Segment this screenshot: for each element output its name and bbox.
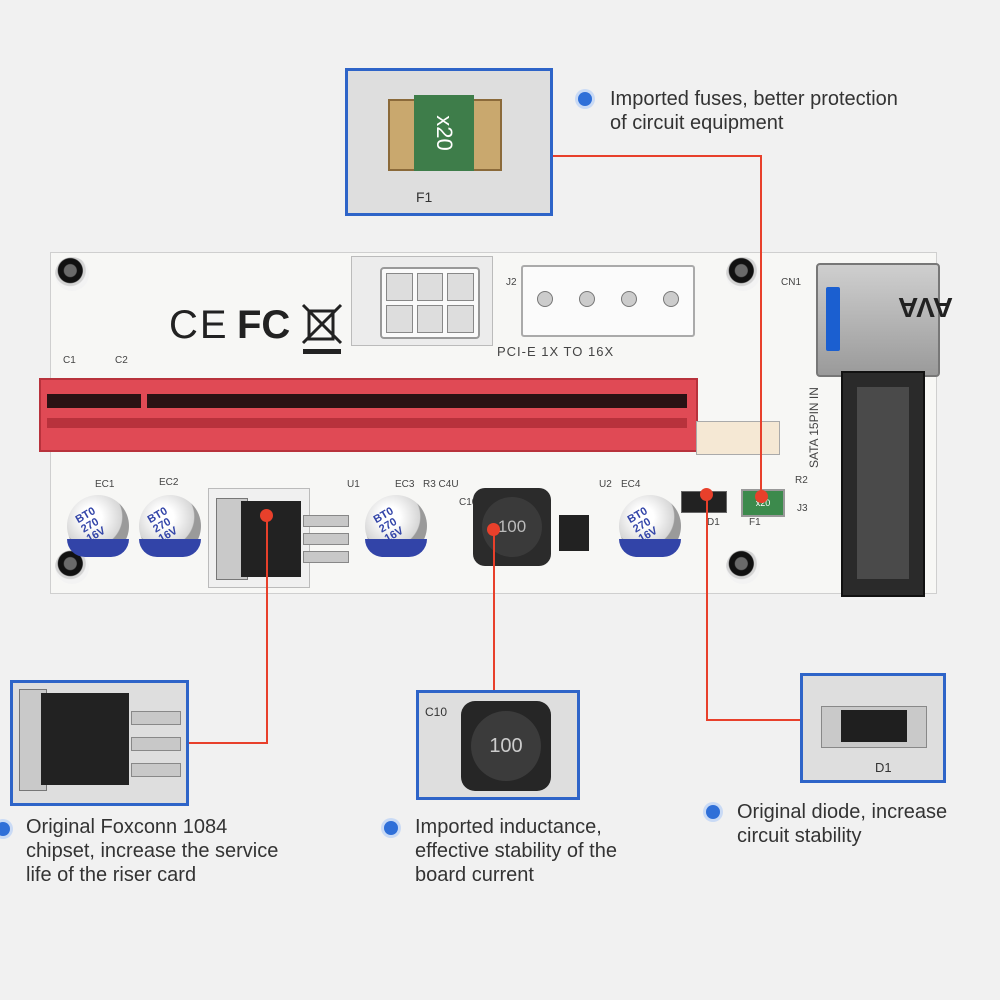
mounting-hole (726, 257, 760, 291)
controller-chip (559, 515, 589, 551)
caption-diode: Original diode, increase circuit stabili… (737, 801, 948, 847)
ce-mark: CE (169, 303, 229, 347)
fcc-mark: FC (237, 303, 291, 347)
leader-fuse-vertical (760, 155, 762, 495)
fuse-zoom-label: F1 (416, 189, 433, 205)
marker-fuse (755, 490, 768, 503)
inductor-zoom-label: C10 (425, 705, 448, 719)
pcie-x16-slot (39, 378, 698, 452)
silk-c1: C1 (63, 355, 76, 366)
marker-diode (700, 488, 713, 501)
caption-fuse: Imported fuses, better protection of cir… (610, 88, 898, 134)
leader-chipset-horizontal (185, 742, 268, 744)
silk-j2: J2 (506, 277, 517, 288)
leader-diode (706, 495, 708, 720)
bullet-icon (0, 822, 10, 836)
silk-cn1: CN1 (781, 277, 802, 288)
marker-chipset (260, 509, 273, 522)
silk-u2: U2 (599, 479, 612, 490)
sata-label: SATA 15PIN IN (807, 387, 821, 468)
power-connector-6pin (351, 256, 493, 346)
leader-fuse (550, 155, 762, 157)
silk-r3c4: R3 C4U (423, 479, 459, 490)
silk-ec1: EC1 (95, 479, 115, 490)
diode-zoom-label: D1 (875, 760, 892, 775)
silk-ec2: EC2 (159, 477, 179, 488)
usb-mark: AVA (898, 292, 953, 323)
silk-j3: J3 (797, 503, 808, 514)
silk-d1: D1 (707, 517, 720, 528)
board-model-label: PCI-E 1X TO 16X (497, 344, 615, 359)
molex-connector (521, 265, 695, 337)
riser-board: CE FC C1 C2 J2 PCI-E 1X TO 16X CN1 AVA S… (39, 252, 953, 597)
silk-f1: F1 (749, 517, 761, 528)
leader-chipset (266, 515, 268, 743)
silk-ec3: EC3 (395, 479, 415, 490)
diode-zoom-photo: D1 (800, 673, 946, 783)
bullet-icon (384, 821, 398, 835)
mounting-hole (726, 550, 760, 584)
bullet-icon (706, 805, 720, 819)
fuse-zoom-photo: x20 F1 (345, 68, 553, 216)
inductor-zoom-photo: C10 100 (416, 690, 580, 800)
bullet-icon (578, 92, 592, 106)
silk-r2: R2 (795, 475, 808, 486)
fuse-zoom-value: x20 (414, 95, 474, 171)
leader-inductor (493, 530, 495, 690)
usb3-port: AVA (816, 263, 953, 377)
inductor: 100 (473, 488, 551, 566)
sata-power-connector (841, 371, 925, 597)
caption-chipset: Original Foxconn 1084 chipset, increase … (26, 816, 279, 886)
inductor-zoom-value: 100 (471, 711, 541, 781)
silk-ec4: EC4 (621, 479, 641, 490)
slot-latch (696, 421, 780, 455)
caption-inductor: Imported inductance, effective stability… (415, 816, 617, 886)
leader-diode-horizontal (706, 719, 801, 721)
mounting-hole (55, 257, 89, 291)
silk-u1: U1 (347, 479, 360, 490)
silk-c2: C2 (115, 355, 128, 366)
chipset-zoom-photo (10, 680, 189, 806)
silk-c10: C10 (459, 497, 478, 508)
marker-inductor (487, 523, 500, 536)
weee-bin-icon (301, 303, 343, 354)
